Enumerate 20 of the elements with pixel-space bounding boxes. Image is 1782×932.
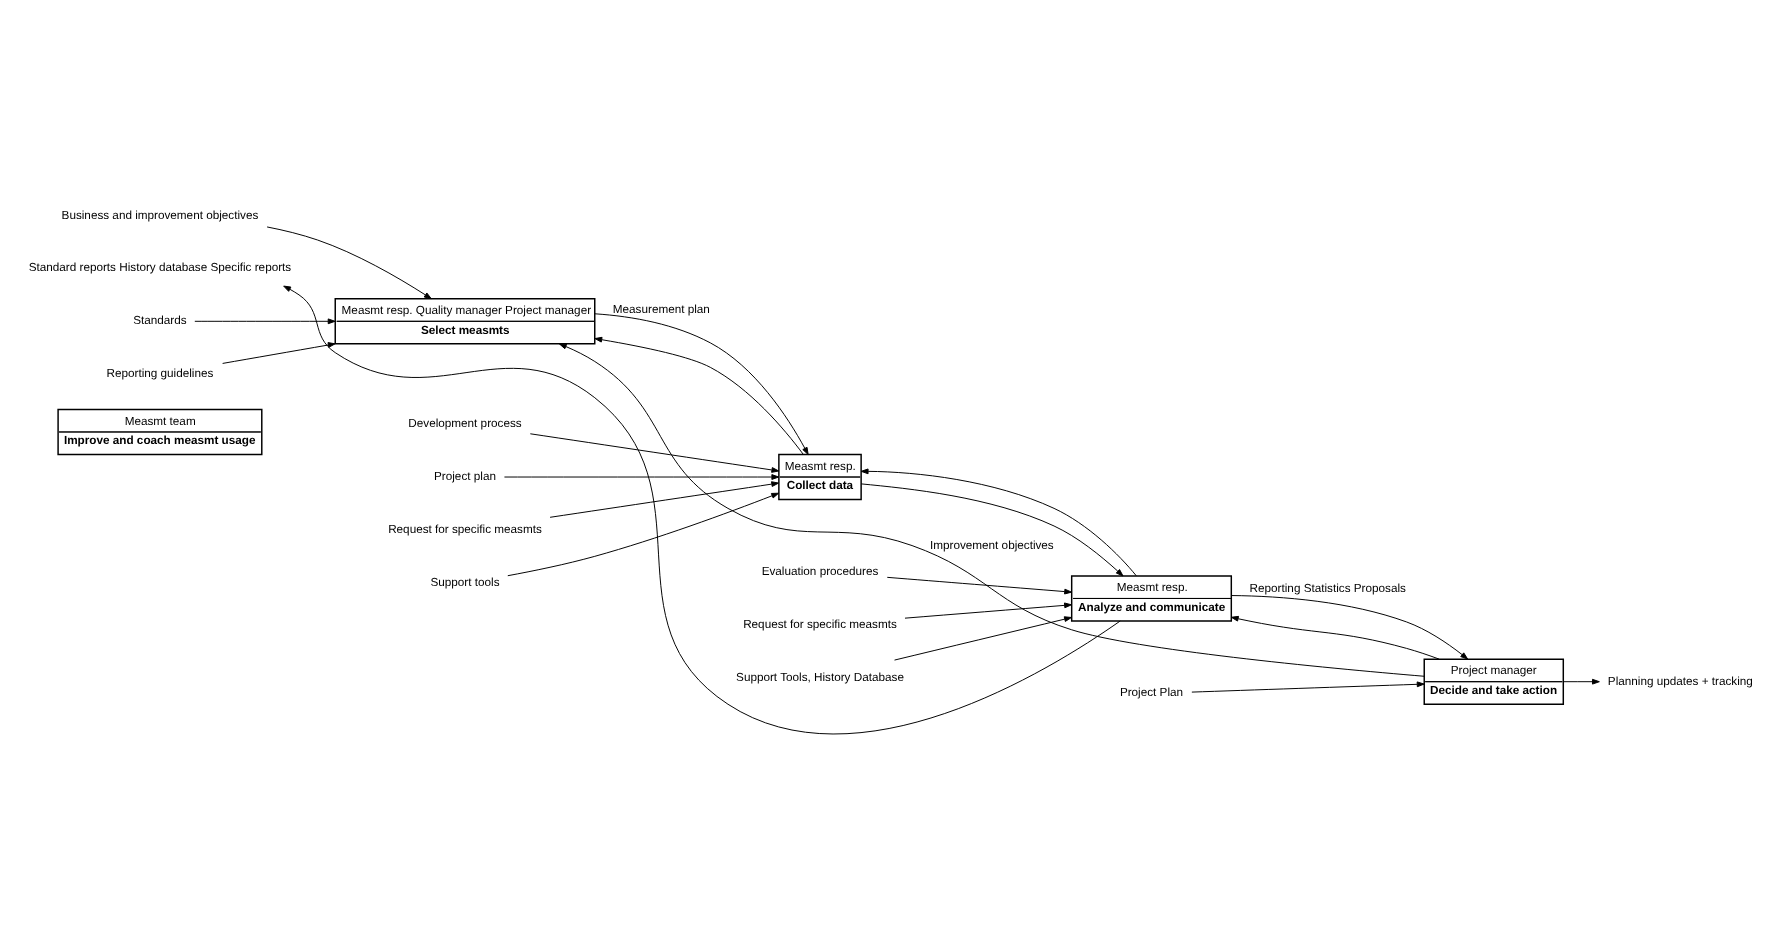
- arrow: [507, 492, 780, 577]
- arrow: [860, 468, 1137, 577]
- arrow: [266, 226, 432, 300]
- arrow: [860, 483, 1124, 577]
- arrow: [594, 336, 804, 455]
- arrow: [1230, 615, 1440, 660]
- arrow: [222, 342, 336, 364]
- arrow: [194, 318, 336, 325]
- arrow: [894, 616, 1072, 661]
- arrow: [1230, 595, 1469, 660]
- arrow: [594, 313, 809, 455]
- arrow: [283, 285, 1121, 735]
- arrow: [886, 576, 1073, 595]
- arrow: [904, 602, 1072, 619]
- arrow: [549, 481, 780, 518]
- arrow: [1563, 678, 1600, 685]
- arrow: [558, 343, 1425, 677]
- arrow: [503, 474, 780, 480]
- arrow: [529, 433, 780, 473]
- arrow: [1191, 681, 1425, 693]
